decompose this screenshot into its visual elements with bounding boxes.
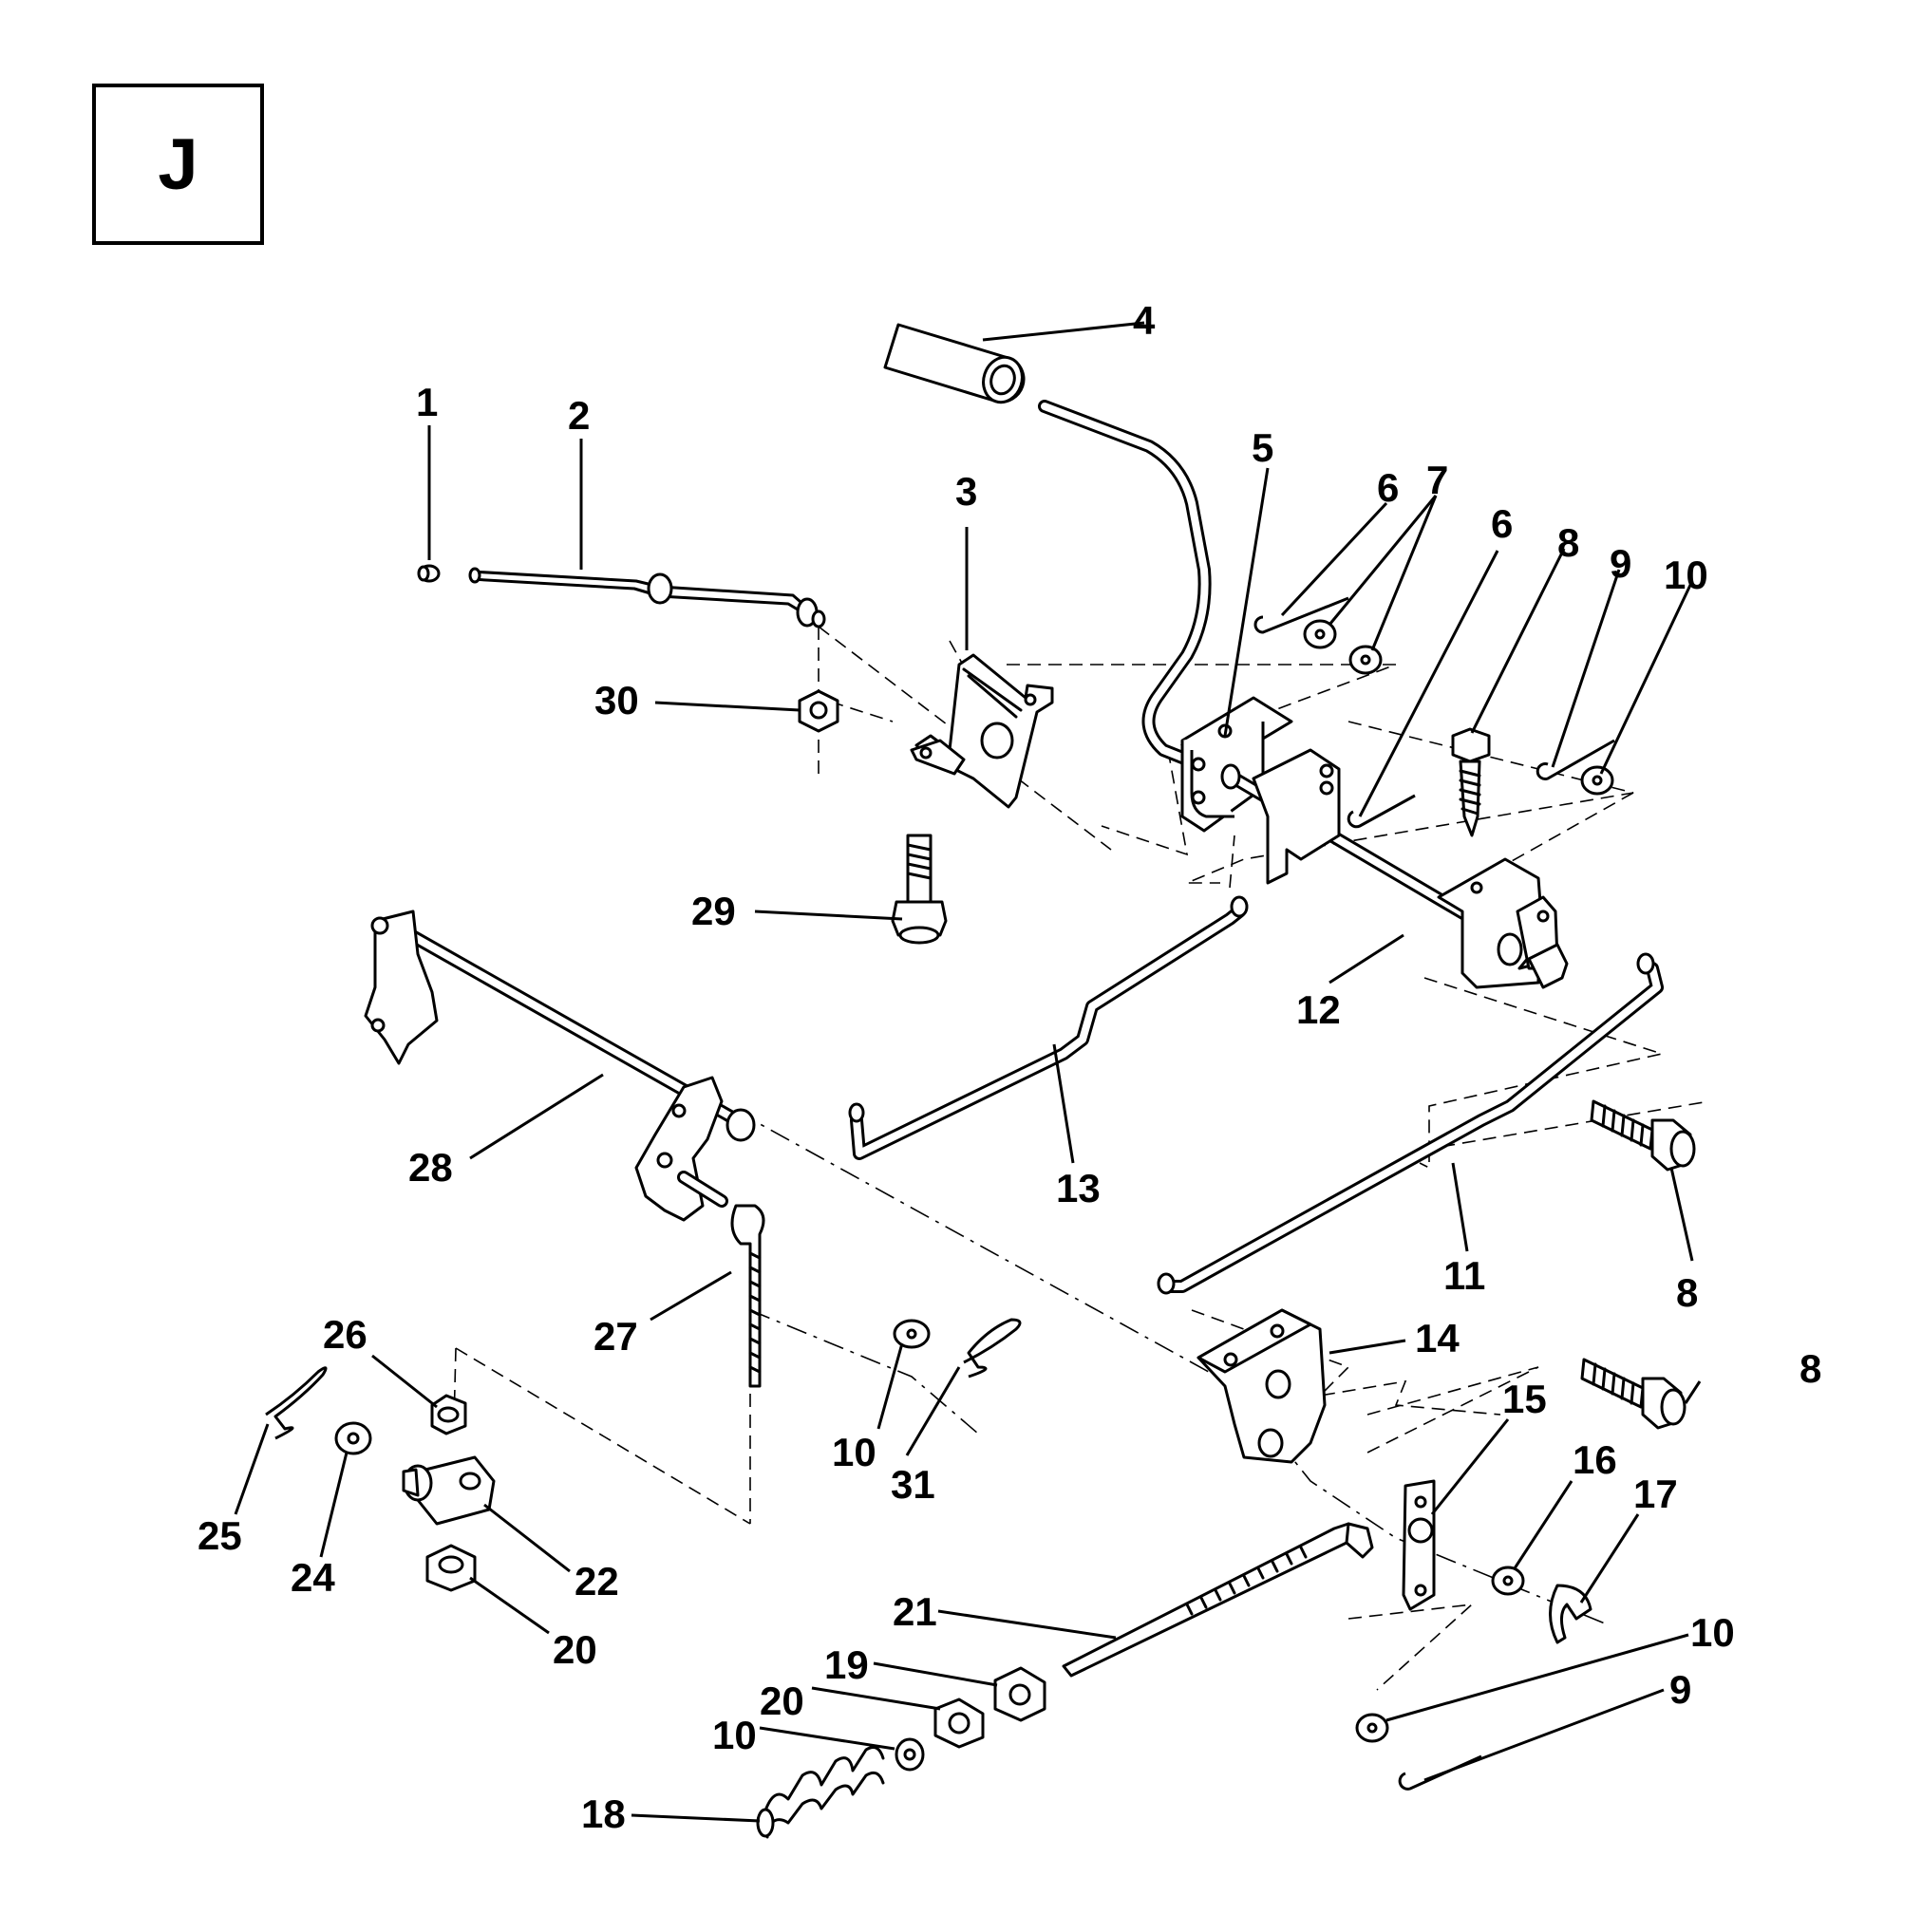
callout-16: 16 — [1573, 1437, 1617, 1482]
callout-30: 30 — [594, 678, 639, 722]
bracket-14 — [1197, 1308, 1327, 1464]
callout-7: 7 — [1426, 458, 1448, 502]
threaded-rod-21 — [1062, 1522, 1374, 1678]
hex-nut-30 — [798, 689, 839, 733]
callout-25: 25 — [198, 1513, 242, 1558]
left-hardware — [265, 1366, 496, 1592]
callout-19: 19 — [824, 1642, 869, 1687]
callout-labels: 1 2 3 4 5 6 7 6 8 9 10 30 29 12 13 28 8 … — [198, 298, 1821, 1836]
link-rod — [468, 567, 826, 628]
callout-10: 10 — [712, 1713, 757, 1757]
callout-31: 31 — [891, 1462, 935, 1507]
callout-8: 8 — [1800, 1346, 1821, 1391]
callout-10: 10 — [832, 1430, 876, 1474]
upper-hardware — [1253, 596, 1615, 829]
callout-28: 28 — [408, 1145, 453, 1190]
callout-10: 10 — [1690, 1610, 1735, 1655]
callout-4: 4 — [1133, 298, 1156, 343]
callout-6: 6 — [1377, 465, 1399, 510]
bolt-29 — [891, 834, 948, 945]
callout-13: 13 — [1056, 1166, 1101, 1210]
lift-handle-assembly — [1038, 400, 1293, 833]
callout-17: 17 — [1633, 1472, 1678, 1516]
callout-9: 9 — [1610, 541, 1631, 586]
callout-12: 12 — [1296, 987, 1341, 1032]
plate-15 — [1402, 1479, 1436, 1611]
callout-18: 18 — [581, 1791, 626, 1836]
callout-20: 20 — [553, 1627, 597, 1672]
bolt-8-upper — [1451, 727, 1491, 837]
pin — [417, 564, 441, 583]
callout-2: 2 — [568, 393, 590, 438]
rear-lift-shaft — [364, 910, 756, 1222]
lift-shaft-assembly — [1220, 748, 1569, 989]
rod-13 — [848, 895, 1249, 1160]
callout-22: 22 — [575, 1559, 619, 1604]
callout-14: 14 — [1415, 1316, 1460, 1360]
callout-8: 8 — [1676, 1270, 1698, 1315]
callout-9: 9 — [1669, 1667, 1691, 1712]
callout-27: 27 — [594, 1314, 638, 1359]
j-bolt-27 — [730, 1204, 765, 1388]
callout-3: 3 — [955, 469, 977, 514]
section-label-box: J — [92, 84, 264, 245]
lower-right-hardware — [1355, 1713, 1482, 1791]
callout-29: 29 — [691, 889, 736, 933]
callout-5: 5 — [1252, 425, 1273, 470]
lower-hardware — [756, 1666, 1046, 1839]
callout-24: 24 — [291, 1555, 335, 1600]
callout-11: 11 — [1443, 1253, 1485, 1298]
middle-hardware — [893, 1318, 1022, 1379]
callout-20: 20 — [760, 1679, 804, 1723]
rod-11 — [1157, 952, 1664, 1295]
bolt-8-middle — [1590, 1099, 1696, 1172]
callout-10: 10 — [1664, 553, 1708, 597]
washer-and-e-clip — [1491, 1566, 1592, 1644]
callout-21: 21 — [893, 1589, 937, 1634]
handle-grip — [883, 323, 1026, 404]
callout-15: 15 — [1502, 1377, 1547, 1421]
leader-lines — [234, 321, 1702, 1823]
section-letter: J — [158, 123, 198, 205]
callout-26: 26 — [323, 1312, 367, 1357]
callout-8: 8 — [1557, 520, 1579, 565]
callout-1: 1 — [416, 380, 438, 424]
bolt-8-lower — [1580, 1358, 1686, 1430]
callout-6: 6 — [1491, 501, 1513, 546]
pivot-bracket — [910, 653, 1054, 809]
